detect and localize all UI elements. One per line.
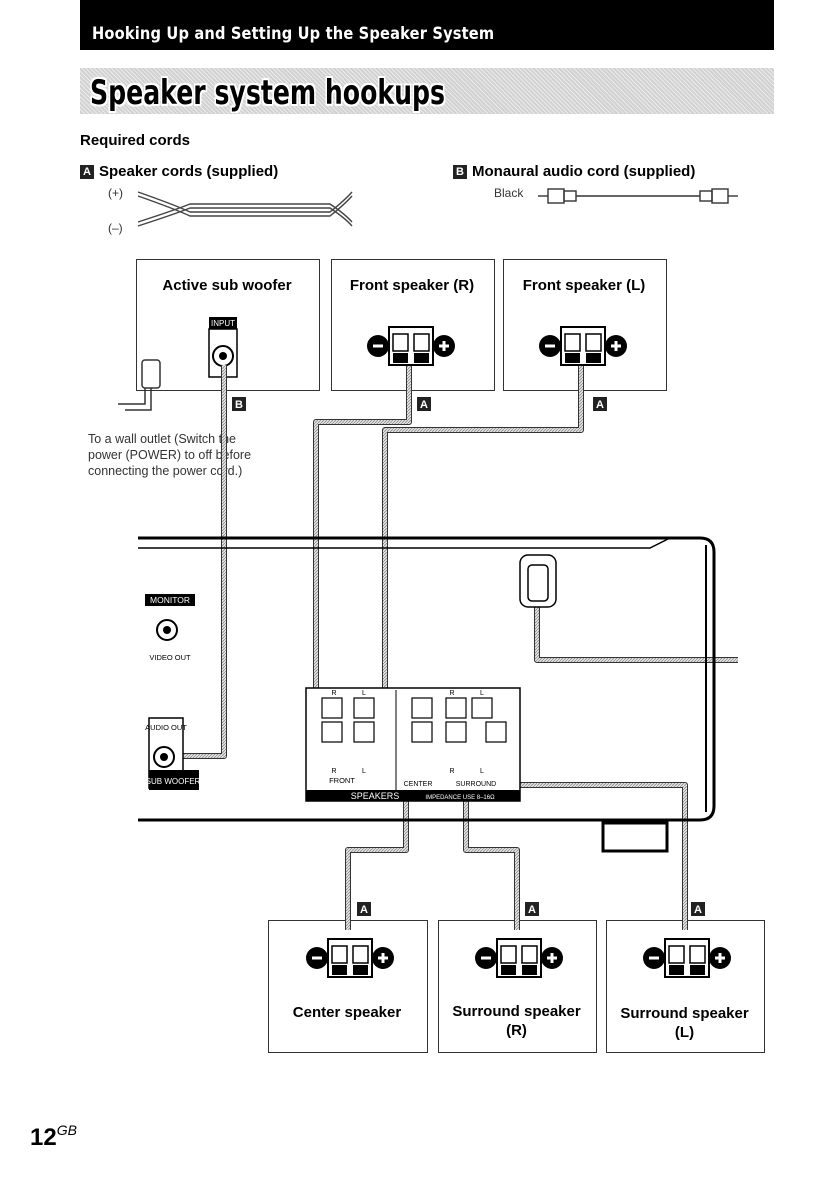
power-cord-clamp [519,554,557,608]
svg-text:SUB WOOFER: SUB WOOFER [146,777,201,786]
svg-text:AUDIO OUT: AUDIO OUT [145,723,187,732]
surround-l-terminal [642,938,732,978]
cord-b-color-note: Black [494,186,524,200]
front-l-terminal [538,326,628,366]
svg-text:L: L [362,690,366,697]
section-band [80,68,774,114]
cable-badge-b-sub: B [232,397,246,411]
cord-a-badge: A [80,165,94,179]
surround-speaker-l-label: Surround speaker (L) [620,1005,749,1041]
svg-text:A: A [694,904,702,916]
front-speaker-l-box [503,259,667,391]
cord-b-badge: B [453,165,467,179]
svg-text:SPEAKERS: SPEAKERS [351,791,400,801]
subwoofer-input-label: INPUT [211,319,235,328]
svg-text:MONITOR: MONITOR [150,595,190,605]
svg-text:R: R [331,690,336,697]
front-speaker-r-box [331,259,495,391]
speaker-cord-sample [137,191,353,227]
page-suffix: GB [56,1122,77,1138]
subwoofer-label: Active sub woofer [162,277,292,294]
svg-text:SURROUND: SURROUND [456,781,496,788]
cable-badge-a-front-l: A [593,397,607,411]
cord-b-label: Monaural audio cord (supplied) [472,163,696,180]
svg-text:L: L [480,690,484,697]
front-speaker-r-label: Front speaker (R) [349,277,475,294]
cable-badge-a-center: A [357,902,371,916]
audio-out-sub-woofer: AUDIO OUT SUB WOOFER [145,717,201,790]
wall-outlet-note: To a wall outlet (Switch the power (POWE… [88,432,252,478]
surround-speaker-r-label: Surround speaker (R) [452,1003,581,1039]
svg-text:VIDEO OUT: VIDEO OUT [149,653,191,662]
svg-text:A: A [420,399,428,411]
cord-a-plus: (+) [108,186,123,200]
cord-a-label: Speaker cords (supplied) [99,163,279,180]
receiver-panel [138,536,716,853]
svg-text:CENTER: CENTER [404,781,433,788]
svg-text:R: R [449,768,454,775]
speaker-terminal-block: SPEAKERS IMPEDANCE USE 8–16Ω FRONT CENTE… [305,687,521,802]
center-speaker-label: Center speaker [292,1004,402,1021]
page-number: 12GB [30,1122,77,1151]
cord-b-heading: B Monaural audio cord (supplied) [453,163,695,180]
svg-text:L: L [362,768,366,775]
header-title: Hooking Up and Setting Up the Speaker Sy… [92,24,495,44]
header-bar [80,0,774,50]
cable-badge-a-surround-r: A [525,902,539,916]
svg-text:FRONT: FRONT [329,776,355,785]
center-terminal [305,938,395,978]
svg-text:R: R [331,768,336,775]
svg-text:A: A [360,904,368,916]
svg-text:A: A [528,904,536,916]
surround-r-terminal [474,938,564,978]
svg-text:R: R [449,690,454,697]
subwoofer-input-jack: INPUT [208,317,238,378]
monitor-video-out: MONITOR VIDEO OUT [145,594,195,662]
front-speaker-l-label: Front speaker (L) [522,277,646,294]
required-cords-heading: Required cords [80,132,191,149]
svg-text:A: A [596,399,604,411]
cables [170,357,738,930]
cable-badge-a-surround-l: A [691,902,705,916]
power-plug-icon [118,359,161,411]
svg-text:IMPEDANCE USE 8–16Ω: IMPEDANCE USE 8–16Ω [425,795,495,801]
front-r-terminal [366,326,456,366]
cord-a-minus: (–) [108,221,123,235]
section-title: Speaker system hookups [90,73,445,113]
monaural-cord-sample [538,188,738,204]
svg-text:B: B [235,399,243,411]
cable-badge-a-front-r: A [417,397,431,411]
cord-a-heading: A Speaker cords (supplied) [80,163,278,180]
svg-text:L: L [480,768,484,775]
